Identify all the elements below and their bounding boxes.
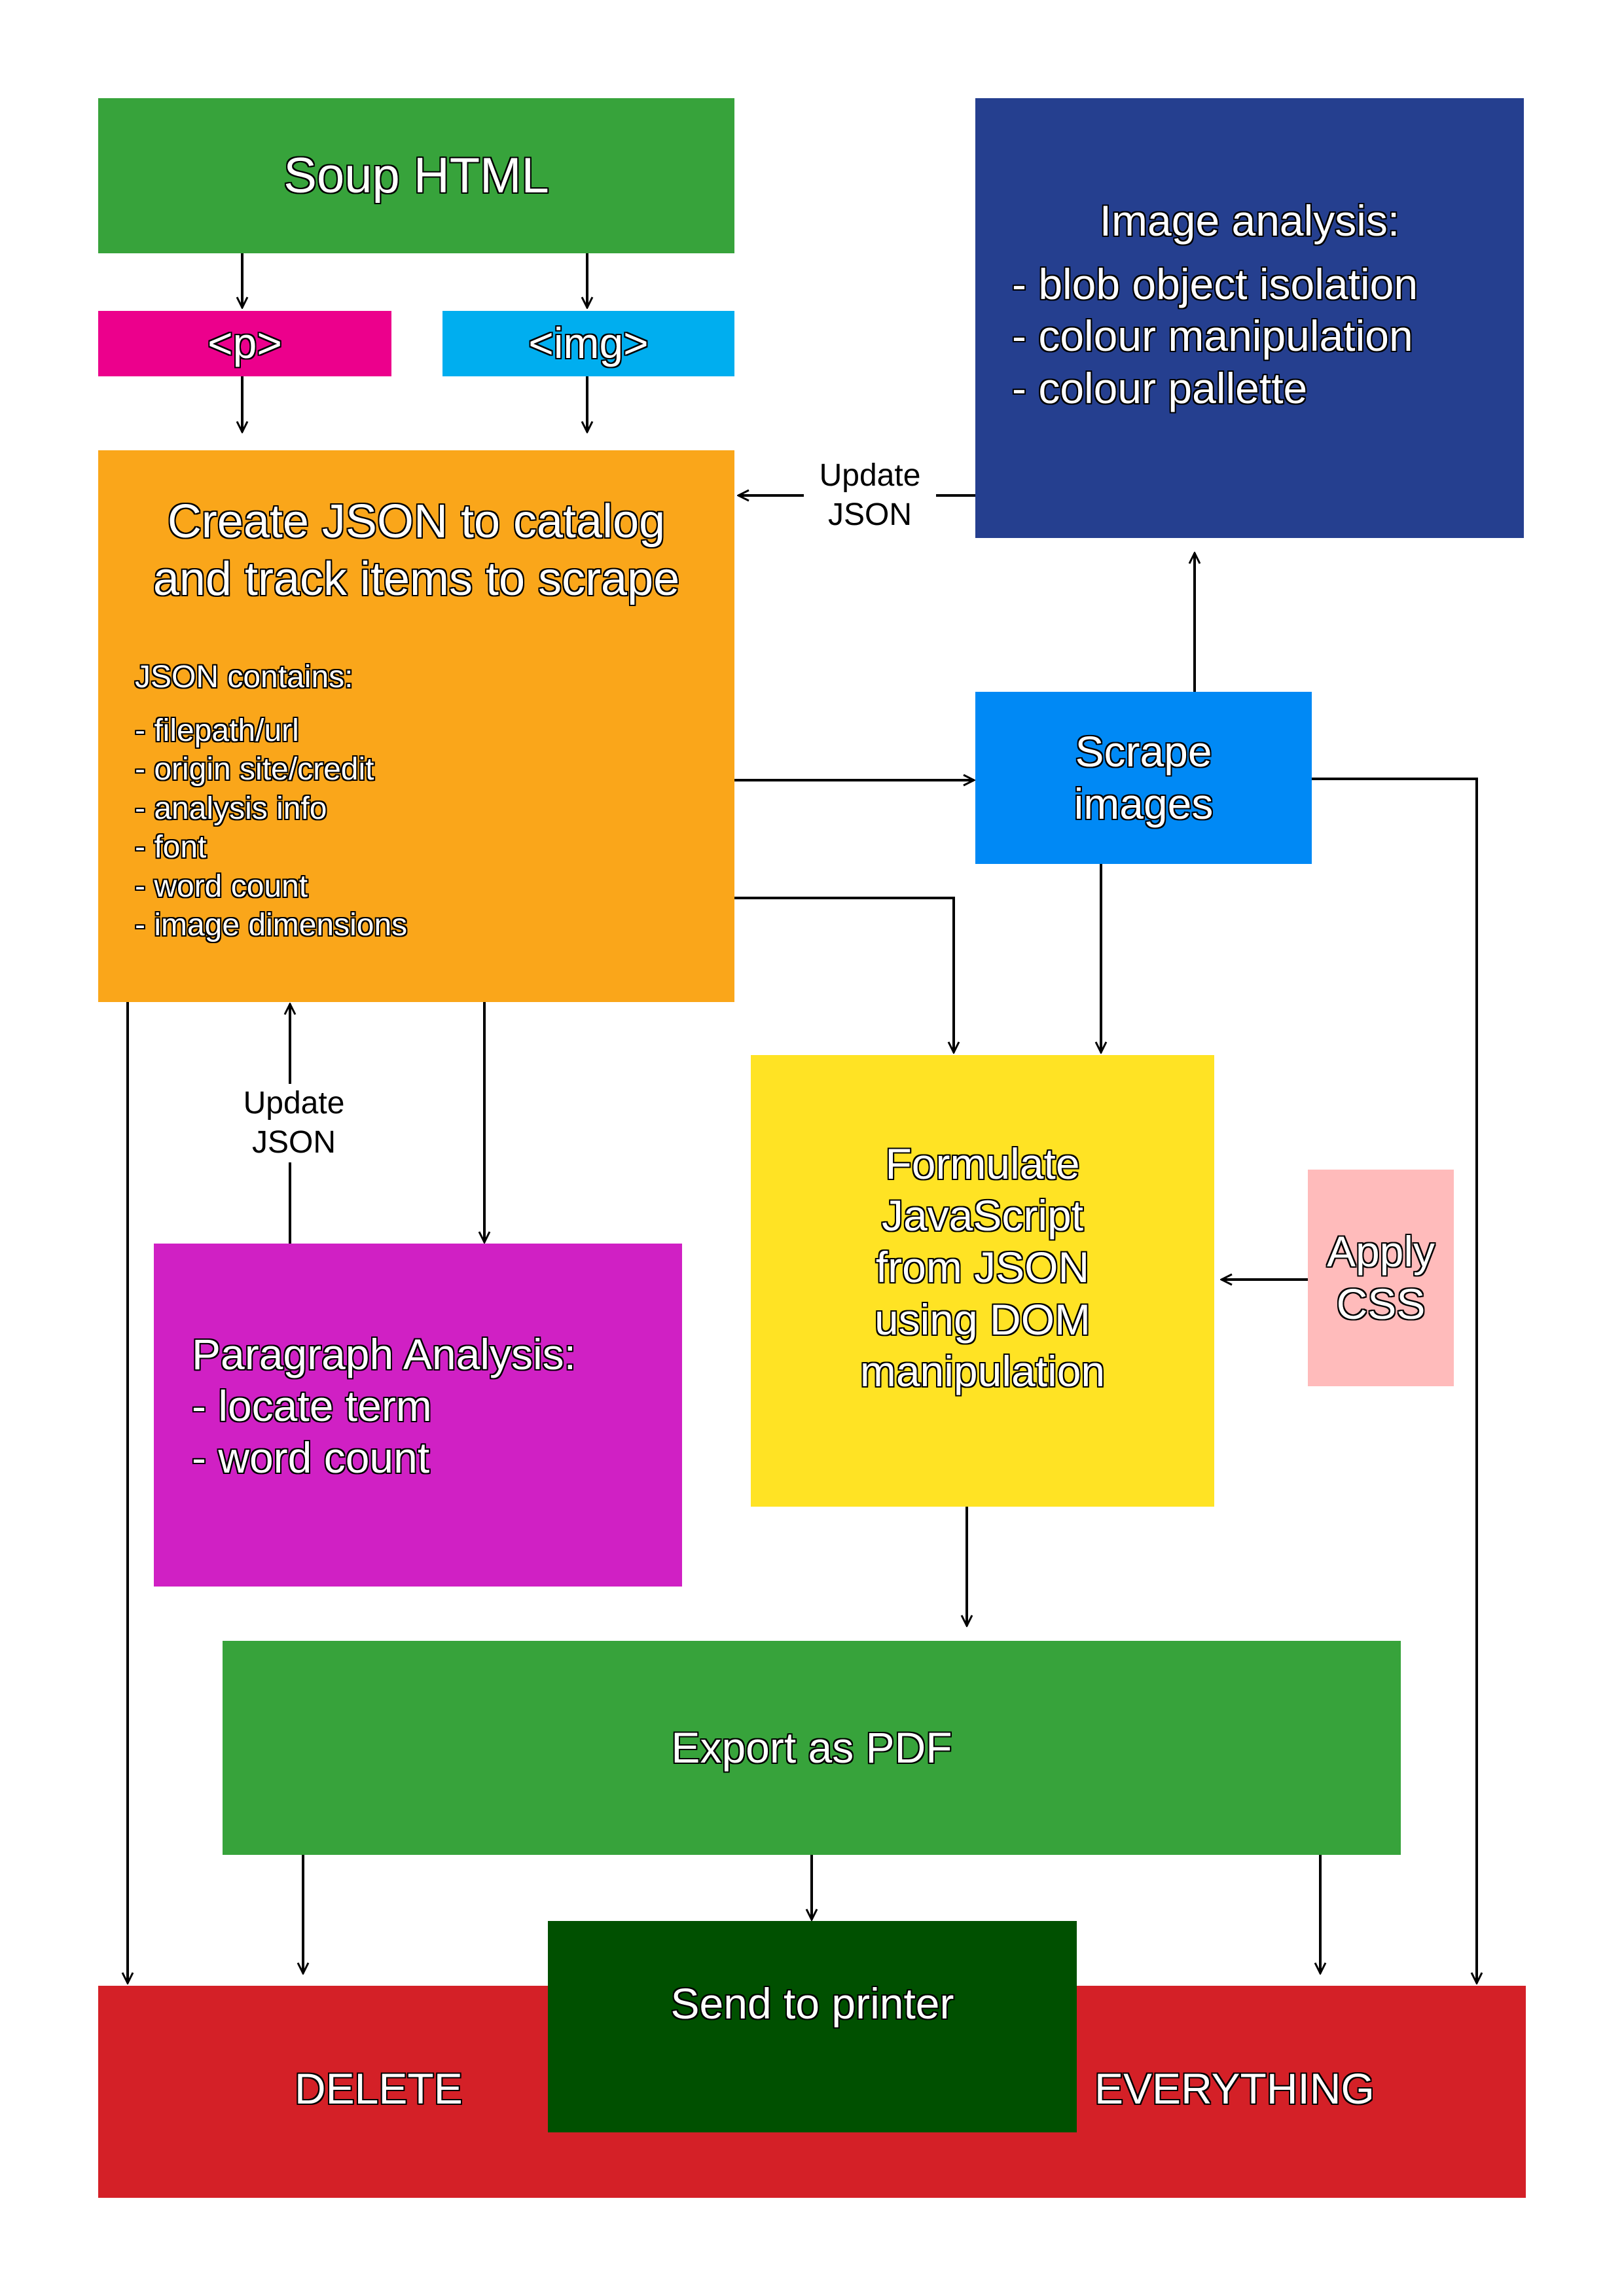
image-analysis-item: - blob object isolation <box>1012 260 1418 309</box>
json-contains-label: JSON contains: <box>135 660 353 694</box>
paragraph-analysis-node: Paragraph Analysis: - locate term - word… <box>154 1244 682 1587</box>
image-analysis-item: - colour pallette <box>1012 363 1308 412</box>
formulate-js-node: Formulate JavaScript from JSON using DOM… <box>751 1055 1214 1507</box>
json-contains-item: - origin site/credit <box>135 752 374 787</box>
paragraph-analysis-title: Paragraph Analysis: <box>192 1330 577 1378</box>
export-pdf-node: Export as PDF <box>223 1641 1401 1855</box>
export-pdf-label: Export as PDF <box>671 1723 952 1772</box>
json-contains-item: - analysis info <box>135 791 327 826</box>
json-contains-item: - image dimensions <box>135 908 408 943</box>
img-tag-node: <img> <box>442 311 734 376</box>
apply-css-line2: CSS <box>1336 1279 1426 1328</box>
p-tag-node: <p> <box>98 311 391 376</box>
edge-label-update-json-top: Update JSON <box>804 456 936 535</box>
json-contains-item: - font <box>135 830 207 865</box>
scrape-images-line1: Scrape <box>1075 727 1212 776</box>
formulate-js-line: manipulation <box>859 1346 1106 1395</box>
formulate-js-line: using DOM <box>874 1295 1091 1344</box>
create-json-node: Create JSON to catalog and track items t… <box>98 450 734 1002</box>
paragraph-analysis-item: - word count <box>192 1433 430 1482</box>
soup-html-label: Soup HTML <box>283 147 549 204</box>
soup-html-node: Soup HTML <box>98 98 734 253</box>
image-analysis-title: Image analysis: <box>1099 196 1400 245</box>
send-to-printer-node: Send to printer <box>548 1921 1077 2132</box>
edge-json-to-formulate <box>734 897 954 1052</box>
apply-css-line1: Apply <box>1326 1227 1435 1276</box>
p-tag-label: <p> <box>208 319 282 368</box>
json-contains-item: - word count <box>135 869 308 904</box>
scrape-images-line2: images <box>1074 779 1214 828</box>
img-tag-label: <img> <box>528 319 649 368</box>
image-analysis-node: Image analysis: - blob object isolation … <box>975 98 1524 538</box>
create-json-title-line1: Create JSON to catalog <box>167 495 666 548</box>
formulate-js-line: Formulate <box>885 1139 1080 1189</box>
edge-label-update-json-left: Update JSON <box>228 1084 360 1162</box>
scrape-images-node: Scrape images <box>975 692 1312 864</box>
image-analysis-item: - colour manipulation <box>1012 312 1413 361</box>
delete-left-label: DELETE <box>295 2064 463 2113</box>
send-to-printer-label: Send to printer <box>670 1979 954 2028</box>
create-json-title-line2: and track items to scrape <box>153 553 680 605</box>
paragraph-analysis-item: - locate term <box>192 1382 432 1431</box>
apply-css-node: Apply CSS <box>1308 1170 1454 1386</box>
json-contains-item: - filepath/url <box>135 713 299 748</box>
formulate-js-line: from JSON <box>875 1243 1090 1292</box>
formulate-js-line: JavaScript <box>881 1191 1084 1240</box>
delete-right-label: EVERYTHING <box>1094 2064 1375 2113</box>
